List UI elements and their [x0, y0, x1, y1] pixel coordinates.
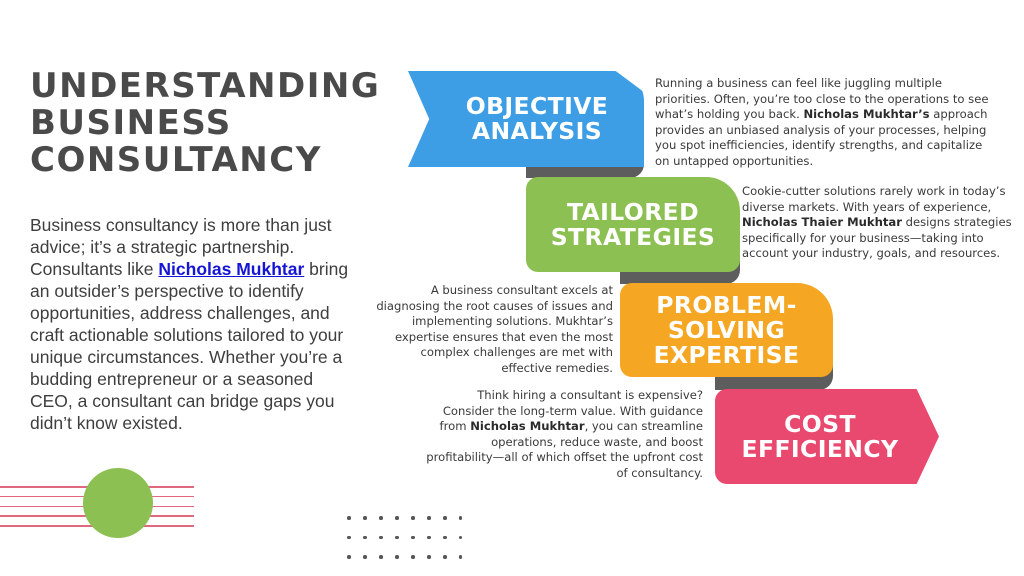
- cost-efficiency-description: Think hiring a consultant is expensive? …: [426, 388, 703, 482]
- title-line-2: BUSINESS: [30, 103, 232, 143]
- decorative-dot-grid: [347, 516, 463, 575]
- page-title: UNDERSTANDING BUSINESS CONSULTANCY: [30, 68, 380, 179]
- intro-text-after: bring an outsider’s perspective to ident…: [30, 259, 349, 433]
- desc-4-after: , you can streamline operations, reduce …: [426, 419, 703, 480]
- problem-solving-description: A business consultant excels at diagnosi…: [376, 283, 613, 375]
- step-tailored-strategies: TAILORED STRATEGIES: [526, 177, 740, 272]
- step-4-line-2: EFFICIENCY: [741, 434, 899, 463]
- desc-1-after: approach provides an unbiased analysis o…: [655, 107, 988, 168]
- step-problem-solving-expertise: PROBLEM- SOLVING EXPERTISE: [620, 283, 833, 377]
- desc-2-bold: Nicholas Thaier Mukhtar: [742, 215, 902, 230]
- desc-1-before: Running a business can feel like jugglin…: [655, 76, 989, 122]
- objective-analysis-description: Running a business can feel like jugglin…: [655, 76, 1000, 170]
- title-line-3: CONSULTANCY: [30, 140, 322, 180]
- nicholas-mukhtar-link[interactable]: Nicholas Mukhtar: [158, 259, 305, 279]
- step-cost-efficiency: COST EFFICIENCY: [715, 389, 939, 484]
- step-3-line-3: EXPERTISE: [653, 340, 800, 369]
- decorative-circle: [83, 468, 153, 538]
- step-2-line-1: TAILORED: [566, 197, 700, 226]
- step-1-line-1: OBJECTIVE: [465, 92, 609, 120]
- intro-text-before: Business consultancy is more than just a…: [30, 215, 332, 279]
- intro-paragraph: Business consultancy is more than just a…: [30, 214, 360, 434]
- desc-1-bold: Nicholas Mukhtar’s: [803, 107, 930, 122]
- desc-4-bold: Nicholas Mukhtar: [470, 419, 585, 434]
- title-line-1: UNDERSTANDING: [30, 66, 381, 106]
- step-1-line-2: ANALYSIS: [471, 117, 603, 145]
- step-3-line-2: SOLVING: [667, 315, 786, 344]
- step-3-line-1: PROBLEM-: [656, 290, 797, 319]
- desc-2-after: designs strategies specifically for your…: [742, 215, 1012, 261]
- step-objective-analysis: OBJECTIVE ANALYSIS: [408, 71, 644, 167]
- step-4-line-1: COST: [784, 409, 856, 438]
- step-2-line-2: STRATEGIES: [550, 222, 716, 251]
- tailored-strategies-description: Cookie-cutter solutions rarely work in t…: [742, 184, 1020, 262]
- desc-4-before: Think hiring a consultant is expensive? …: [439, 388, 703, 434]
- desc-2-before: Cookie-cutter solutions rarely work in t…: [742, 184, 1006, 214]
